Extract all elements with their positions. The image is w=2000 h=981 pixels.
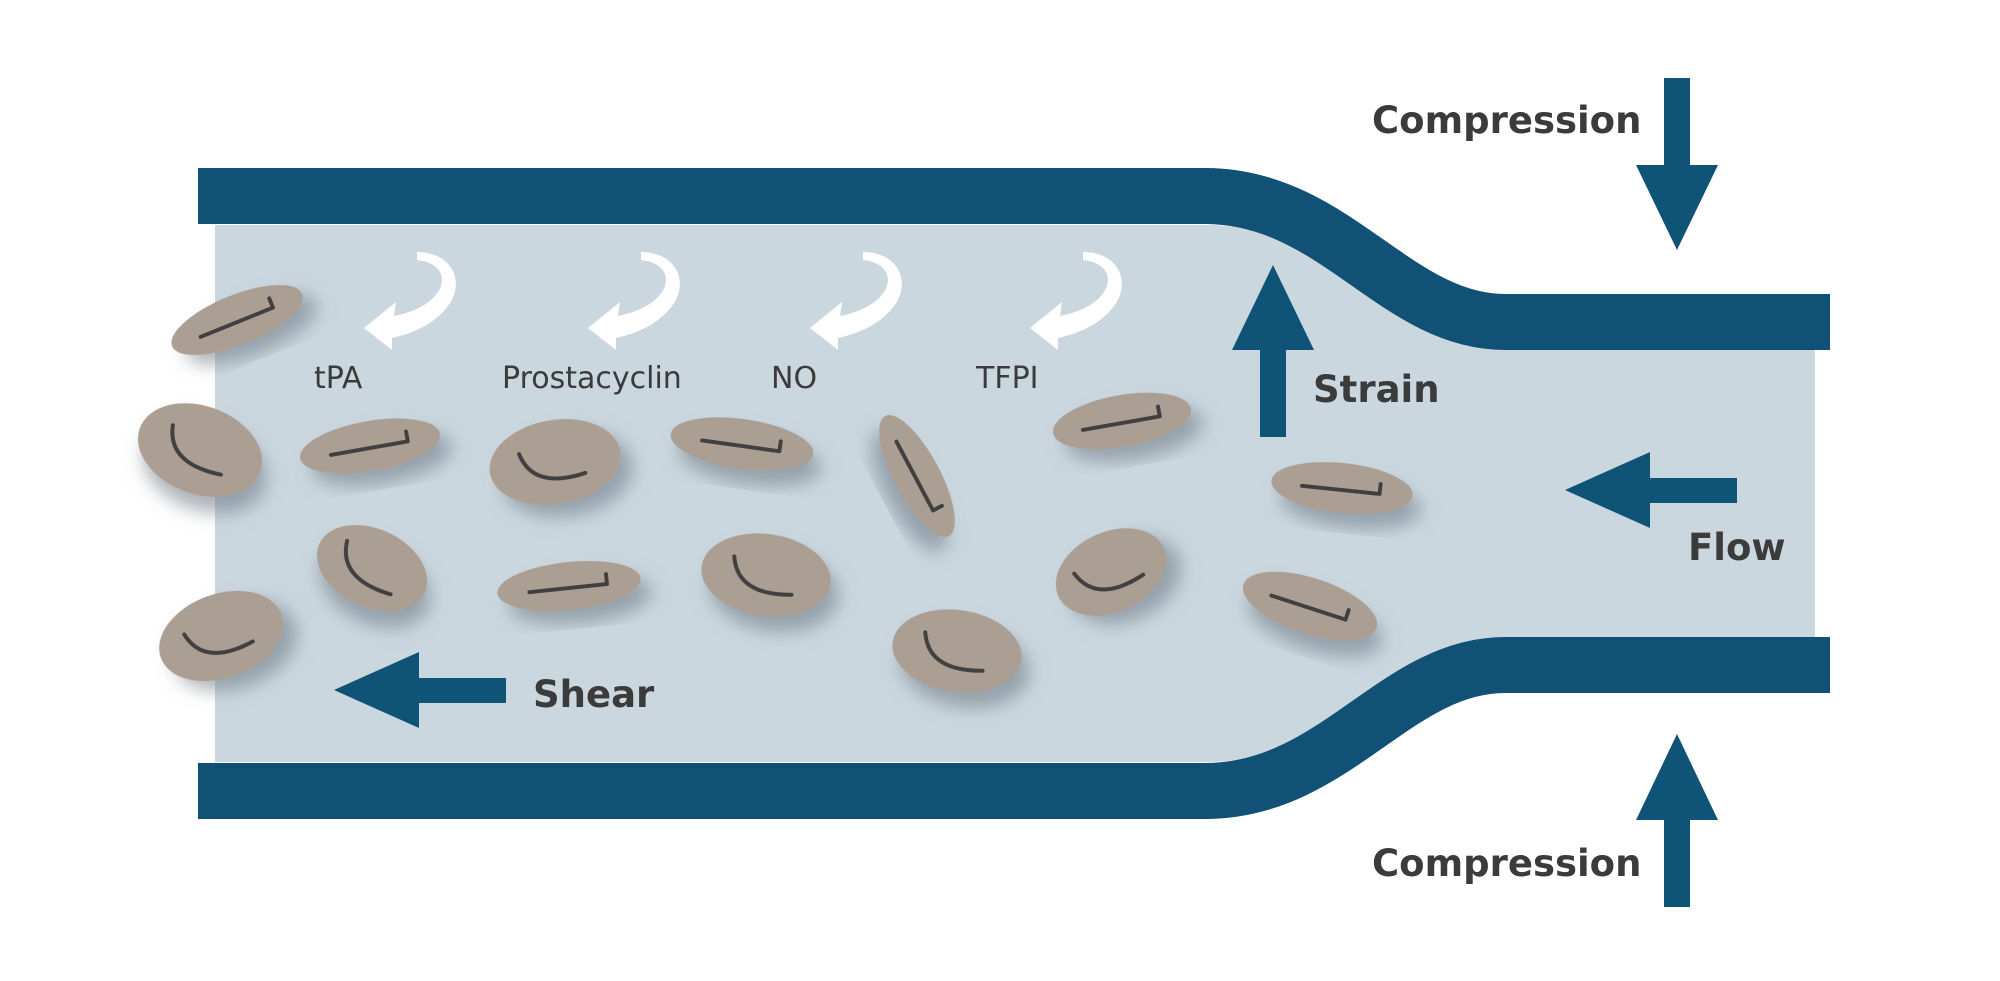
factor-label-tfpi: TFPI (975, 361, 1039, 396)
factor-label-tpa: tPA (314, 361, 363, 396)
flow-label: Flow (1688, 526, 1786, 569)
shear-label: Shear (533, 673, 655, 716)
compression-bottom-label: Compression (1372, 842, 1641, 885)
compression-top-label: Compression (1372, 99, 1641, 142)
compression-top-arrow-icon (1636, 78, 1718, 250)
compression-bottom-arrow-icon (1636, 734, 1718, 907)
strain-label: Strain (1313, 368, 1440, 411)
factor-label-no: NO (771, 361, 817, 396)
factor-label-prostacyclin: Prostacyclin (502, 361, 682, 396)
